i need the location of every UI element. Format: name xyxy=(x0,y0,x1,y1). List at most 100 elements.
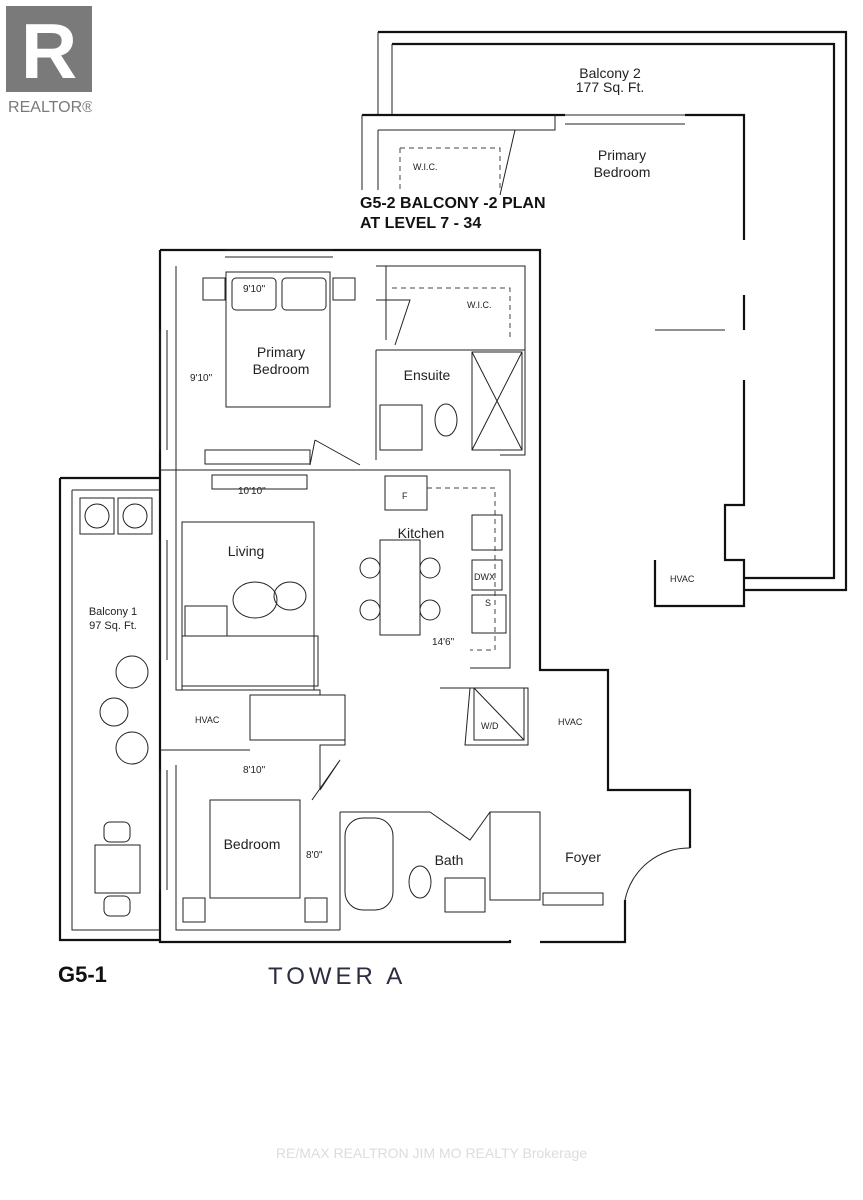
outer-wall-right xyxy=(160,248,692,848)
hvac-closet xyxy=(249,694,346,741)
coffee-table-2 xyxy=(273,581,307,611)
primary-width-dim: 9'10" xyxy=(243,284,266,295)
wic-label: W.I.C. xyxy=(467,300,492,310)
wd-diagonal xyxy=(473,687,525,741)
bedroom-width-dim: 8'10" xyxy=(243,765,266,776)
balcony-table xyxy=(94,844,141,894)
upper-primary-label-2: Bedroom xyxy=(594,164,651,180)
kitchen-sink xyxy=(471,514,503,551)
balcony2-name: Balcony 2 xyxy=(579,65,641,81)
primary-bedroom-wall xyxy=(160,266,511,669)
laundry-closet xyxy=(440,687,529,746)
dining-chair-2 xyxy=(359,599,381,621)
upper-window xyxy=(565,114,685,125)
bedroom-door xyxy=(311,759,341,801)
fridge xyxy=(384,475,428,511)
plan-title-line1: G5-2 BALCONY -2 PLAN xyxy=(360,195,546,212)
plant-1-icon xyxy=(84,503,110,529)
upper-wall-inner xyxy=(378,115,556,131)
bedroom-label: Bedroom xyxy=(224,836,281,852)
bedroom-window xyxy=(159,770,168,890)
balcony-dining-chair-2 xyxy=(103,895,131,917)
logo-letter: R xyxy=(21,7,77,95)
hvac-left-label: HVAC xyxy=(195,715,220,725)
living-rug xyxy=(181,521,315,691)
hvac-right-label: HVAC xyxy=(558,717,583,727)
armchair xyxy=(184,605,228,637)
bath-vanity xyxy=(444,877,486,913)
living-wall xyxy=(175,470,346,790)
dining-chair-3 xyxy=(419,557,441,579)
plant-2-icon xyxy=(122,503,148,529)
primary-bed xyxy=(225,271,331,408)
planter-1 xyxy=(79,497,115,535)
watermark: RE/MAX REALTRON JIM MO REALTY Brokerage xyxy=(275,1145,588,1161)
bath-closet xyxy=(489,811,541,901)
dishwasher xyxy=(471,559,503,591)
cooktop xyxy=(471,594,507,634)
kitchen-upper-cabinets xyxy=(427,487,496,651)
balcony1: Balcony 1 97 Sq. Ft. xyxy=(58,476,160,942)
primary-entry-door xyxy=(309,439,361,466)
primary-height-dim: 9'10" xyxy=(190,373,213,384)
pillow-2 xyxy=(281,277,327,311)
planter-2 xyxy=(117,497,153,535)
sofa xyxy=(181,635,319,687)
nightstand-1 xyxy=(202,277,226,301)
dwx-label: DWX xyxy=(474,572,495,582)
entry-door-swing xyxy=(624,847,691,901)
realtor-logo: R REALTOR® xyxy=(6,6,94,123)
bedroom-wall xyxy=(175,765,430,931)
bedroom-nightstand-1 xyxy=(182,897,206,923)
bedroom-bed xyxy=(209,799,301,899)
bathtub xyxy=(344,817,394,911)
coffee-table-1 xyxy=(232,581,278,619)
foyer-bench xyxy=(542,892,604,906)
bath-label: Bath xyxy=(435,852,464,868)
dimension-labels: 9'10" 9'10" 10'10" 14'6" 8'10" 8'0" xyxy=(190,284,455,861)
bath-toilet xyxy=(408,865,432,899)
room-labels: Primary Bedroom W.I.C. Ensuite Kitchen F… xyxy=(195,300,601,868)
sink-label: S xyxy=(485,598,491,608)
shower-diagonal xyxy=(471,351,523,451)
kitchen-length-dim: 14'6" xyxy=(432,637,455,648)
fridge-label: F xyxy=(402,491,408,501)
living-window xyxy=(159,540,168,660)
upper-wic-closet xyxy=(399,147,501,190)
dining-chair-4 xyxy=(419,599,441,621)
primary-side-window xyxy=(159,330,168,450)
balcony1-name: Balcony 1 xyxy=(89,606,137,618)
realtor-logo-icon: R REALTOR® xyxy=(6,6,94,116)
balcony1-rail xyxy=(58,476,160,942)
bedroom-height-dim: 8'0" xyxy=(306,850,323,861)
furniture xyxy=(181,271,604,923)
nightstand-2 xyxy=(332,277,356,301)
washer-dryer xyxy=(473,687,525,741)
ensuite-shower xyxy=(471,351,523,451)
upper-hvac-label: HVAC xyxy=(670,574,695,584)
primary-dresser xyxy=(204,449,311,465)
upper-wic-label: W.I.C. xyxy=(413,162,438,172)
primary-window xyxy=(225,249,333,258)
outer-wall-left-bottom xyxy=(158,250,512,944)
balcony1-rail-inner xyxy=(71,489,160,931)
living-label: Living xyxy=(228,543,265,559)
balcony2-rail-left xyxy=(377,32,393,115)
dining-table xyxy=(379,539,421,636)
balcony-dining-chair-1 xyxy=(103,821,131,843)
foyer-label: Foyer xyxy=(565,849,601,865)
plan-title-line2: AT LEVEL 7 - 34 xyxy=(360,215,481,232)
windows xyxy=(159,249,333,890)
upper-plan: W.I.C. Primary Bedroom HVAC Balcony 2 17… xyxy=(360,30,848,608)
balcony-chair-2 xyxy=(115,731,149,765)
ensuite-vanity xyxy=(379,404,423,451)
balcony-side-table xyxy=(99,697,129,727)
ensuite-toilet xyxy=(434,403,458,437)
ensuite-wall xyxy=(375,265,526,460)
wic-rod xyxy=(392,287,511,340)
upper-door xyxy=(499,129,516,196)
tv-console xyxy=(211,474,308,490)
primary-label-1: Primary xyxy=(257,344,305,360)
logo-text: REALTOR® xyxy=(8,99,92,116)
